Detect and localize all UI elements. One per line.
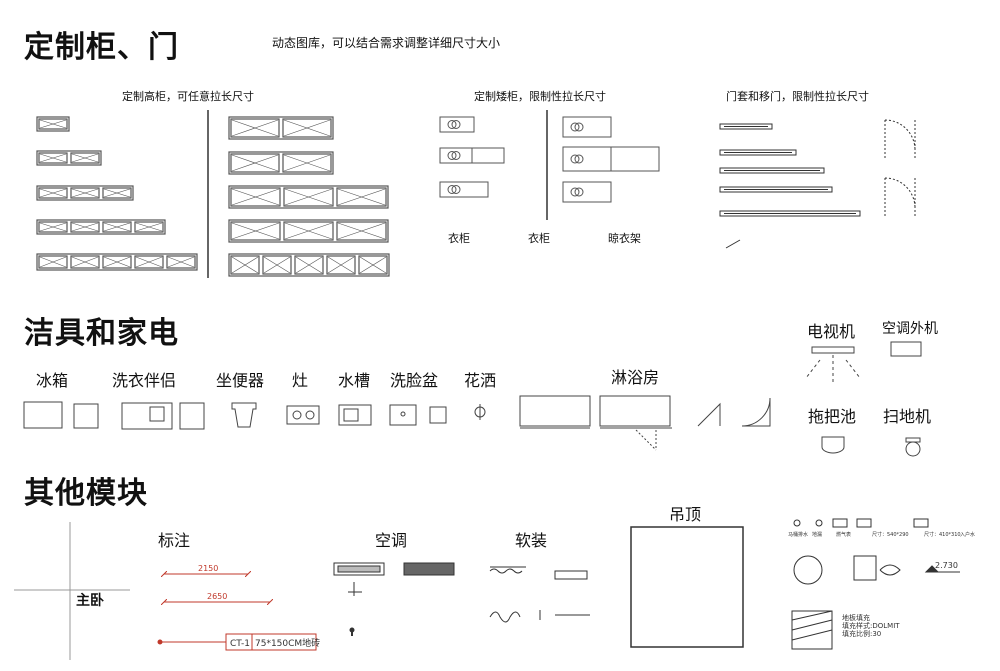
shower-room-icon: [519, 395, 591, 427]
shower-corner-icon: [697, 402, 721, 427]
stove-icon: [286, 405, 320, 425]
basin-icon: [389, 404, 417, 426]
label-annotation: 标注: [158, 531, 191, 550]
floor-fill-3: 填充比例:30: [842, 629, 881, 638]
cabinet-module: [36, 185, 134, 201]
section-title-fixtures: 洁具和家电: [24, 316, 179, 351]
caption-doors: 门套和移门，限制性拉长尺寸: [726, 90, 869, 103]
label-tv: 电视机: [807, 322, 856, 341]
tag-spec: 75*150CM地砖: [255, 637, 320, 649]
low-cabinet-module: [562, 181, 612, 203]
toilet-icon: [231, 402, 257, 428]
sliding-door-icon: [719, 149, 797, 156]
legend-item-label: 燃气表: [836, 531, 851, 538]
legend-item-label: 地漏: [812, 531, 822, 538]
label-drying-rack: 晾衣架: [608, 232, 641, 245]
sink-icon: [338, 404, 372, 426]
section-note: 动态图库，可以结合需求调整详细尺寸大小: [272, 36, 501, 50]
floor-fill-2: 填充样式:DOLMIT: [842, 621, 900, 630]
dim-2650: 2650: [207, 592, 227, 601]
section-title-cabinets: 定制柜、门: [24, 30, 179, 65]
fridge-side-icon: [73, 403, 99, 429]
washer-icon: [121, 402, 173, 430]
swing-door-icon: [884, 119, 916, 160]
sliding-door-icon: [719, 167, 825, 174]
legend-item-label: 马桶排水: [788, 531, 808, 538]
sliding-door-icon: [719, 123, 773, 130]
cabinet-module: [228, 253, 390, 277]
cabinet-module: [228, 116, 334, 140]
label-robot-vacuum: 扫地机: [883, 407, 932, 426]
label-ac-outdoor: 空调外机: [882, 321, 938, 337]
legend-item-label: 尺寸：540*290: [872, 531, 909, 538]
cabinet-module: [36, 253, 198, 271]
cabinet-module: [228, 185, 389, 209]
fridge-icon: [23, 401, 63, 429]
dim-2150: 2150: [198, 564, 218, 573]
room-crosshair: [14, 522, 130, 660]
label-basin: 洗脸盆: [390, 371, 439, 390]
swing-door-icon-2: [884, 177, 916, 218]
tile-tag-box: [225, 633, 317, 651]
label-wardrobe-2: 衣柜: [528, 232, 550, 245]
tall-cabinets-large: [228, 116, 390, 277]
tall-cabinets-small: [36, 116, 198, 271]
legend-symbols: [791, 518, 960, 650]
label-mop-sink: 拖把池: [808, 407, 857, 426]
ac-icons: [333, 562, 455, 636]
section-title-others: 其他模块: [24, 476, 148, 511]
label-ceiling: 吊顶: [669, 505, 702, 524]
caption-low-cabinet: 定制矮柜，限制性拉长尺寸: [474, 90, 606, 103]
low-cabinet-module: [562, 116, 612, 138]
label-wardrobe-1: 衣柜: [448, 232, 470, 245]
label-ac: 空调: [375, 531, 408, 550]
floor-fill-1: 地板填充: [842, 613, 870, 622]
soft-furnishing-icons: [489, 566, 590, 623]
label-soft-furnishing: 软装: [515, 531, 548, 550]
low-cabinet-module: [439, 116, 475, 133]
label-fridge: 冰箱: [36, 371, 69, 390]
door-frames: [719, 119, 916, 249]
label-shower: 花洒: [464, 371, 497, 390]
tag-code: CT-1: [230, 639, 250, 649]
mop-sink-icon: [821, 436, 845, 454]
sliding-door-icon: [719, 186, 833, 193]
low-cabinet-module: [439, 181, 489, 198]
legend-item-label: 尺寸：410*310: [924, 531, 961, 538]
fixture-icons: [23, 341, 922, 457]
label-master-bedroom: 主卧: [76, 593, 104, 609]
legend-item-label: 入户水: [960, 531, 975, 538]
cabinet-module: [36, 150, 102, 166]
label-shower-room: 淋浴房: [611, 368, 660, 387]
dimension-lines: [157, 574, 270, 645]
low-cabinets: [439, 116, 660, 203]
caption-tall-cabinet: 定制高柜，可任意拉长尺寸: [122, 90, 254, 103]
level-mark: 2.730: [935, 561, 958, 570]
label-toilet: 坐便器: [216, 371, 265, 390]
cabinet-module: [36, 219, 166, 235]
label-washer: 洗衣伴侣: [112, 371, 177, 390]
ac-outdoor-icon: [890, 341, 922, 357]
cabinet-module: [36, 116, 70, 132]
label-stove: 灶: [292, 371, 309, 390]
cabinet-module: [228, 219, 389, 243]
tv-icon: [811, 346, 855, 354]
robot-vacuum-icon: [905, 441, 921, 457]
cabinet-module: [228, 151, 334, 175]
sliding-door-icon: [719, 210, 861, 217]
ceiling-box: [630, 526, 744, 648]
label-sink: 水槽: [338, 371, 371, 390]
